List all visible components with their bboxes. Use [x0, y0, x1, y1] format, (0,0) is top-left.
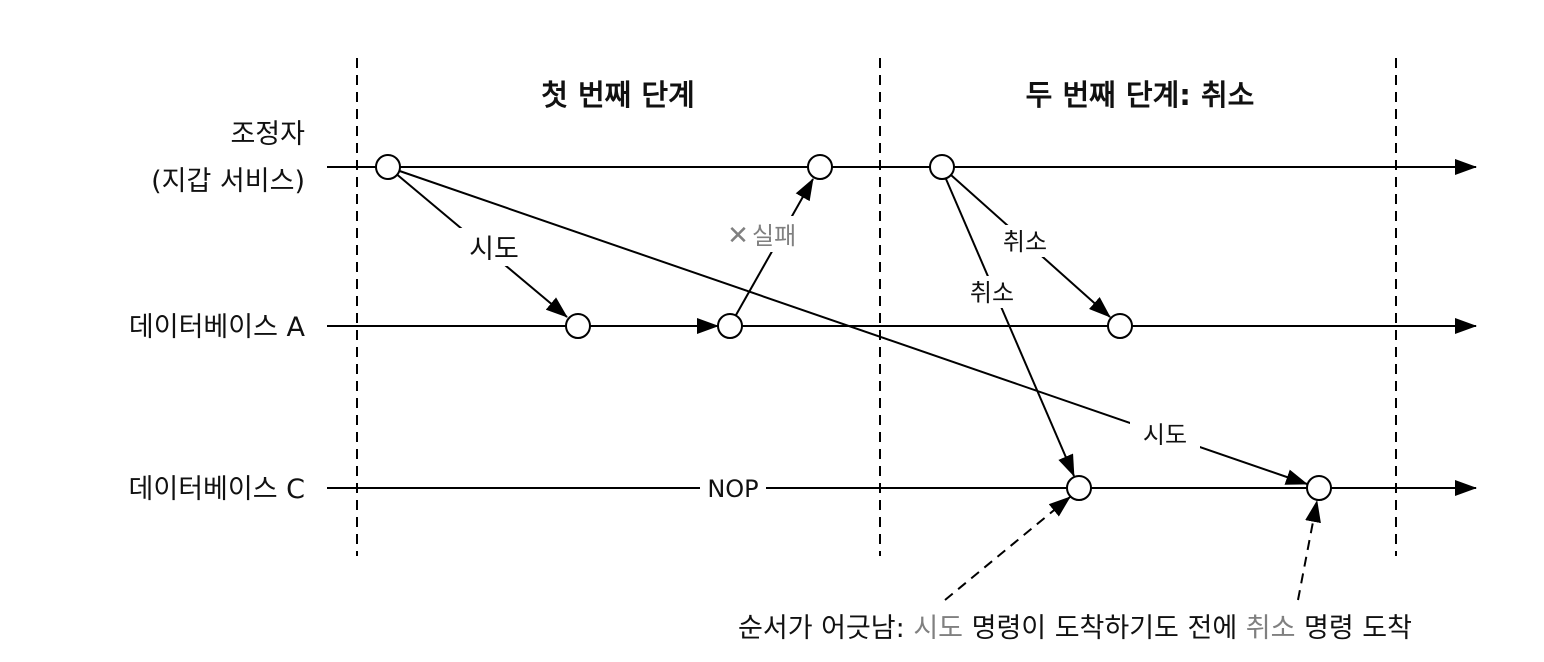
phase1-title: 첫 번째 단계: [541, 78, 695, 112]
coordinator-event-fail-received: [807, 154, 833, 180]
cancel-c-label: 취소: [970, 279, 1014, 307]
db-a-event-fail: [717, 313, 743, 339]
annotation-part3: 명령 도착: [1295, 613, 1412, 644]
annotation-cancel: 취소: [1246, 613, 1296, 644]
annotation-part2: 명령이 도착하기도 전에: [963, 613, 1246, 644]
db-a-label: 데이터베이스 A: [129, 312, 306, 343]
coordinator-label: 조정자: [230, 119, 305, 150]
fail-label: 실패: [752, 222, 796, 250]
db-c-event-cancel: [1066, 475, 1092, 501]
out-of-order-annotation: 순서가 어긋남: 시도 명령이 도착하기도 전에 취소 명령 도착: [738, 613, 1412, 644]
phase2-title: 두 번째 단계: 취소: [1026, 78, 1255, 112]
coordinator-sublabel: (지갑 서비스): [151, 166, 305, 197]
db-a-event-try: [565, 313, 591, 339]
annotation-pointer-2: [1297, 500, 1321, 601]
cancel-c-arrow: [945, 178, 1075, 477]
coordinator-event-start: [375, 154, 401, 180]
try-a-label: 시도: [469, 234, 519, 265]
db-c-event-try: [1306, 475, 1332, 501]
cancel-a-label: 취소: [1003, 228, 1047, 256]
annotation-part1: 순서가 어긋남:: [738, 613, 913, 644]
coordinator-event-cancel: [929, 154, 955, 180]
annotation-try: 시도: [913, 613, 963, 644]
annotation-pointer-1: [944, 496, 1071, 601]
try-c-label: 시도: [1143, 421, 1187, 449]
fail-x-icon: ✕: [727, 221, 749, 251]
db-c-label: 데이터베이스 C: [129, 474, 305, 505]
nop-label: NOP: [707, 475, 758, 503]
db-a-event-cancel: [1107, 313, 1133, 339]
